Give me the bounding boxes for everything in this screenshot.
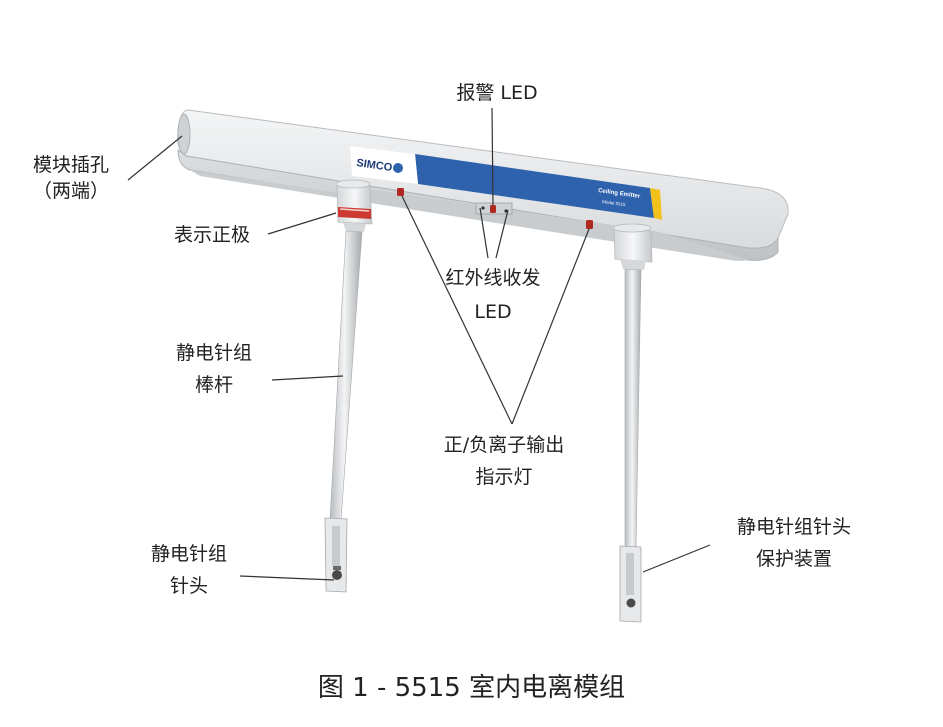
logo-patch [350,146,418,184]
leader-rod [271,375,344,381]
left-rod [329,230,363,521]
leader-positive [267,212,337,235]
right-rod [624,268,642,549]
model-label: Model 5515 [602,199,626,207]
right-rod-assembly [612,223,653,623]
left-needle-tip [332,570,342,580]
ion-indicator-led-right [586,220,593,229]
emitter-bar: SIMCO Ceiling Emitter Model 5515 [177,109,789,261]
label-rod: 静电针组 棒杆 [175,342,252,396]
label-module-socket: 模块插孔 （两端） [32,154,109,202]
indicator-leds [397,188,593,229]
label-needle-tip-left: 静电针组 针头 [150,543,227,597]
leader-module-socket [127,135,183,181]
ion-indicator-led-left [397,188,404,196]
brand-logo-badge [393,163,403,173]
label-ir-led: 红外线收发 LED [445,267,541,323]
leader-needle-guard [642,544,711,573]
product-label: Ceiling Emitter [598,188,641,200]
leader-ir-right [495,209,509,259]
leader-ion-right [511,228,590,425]
leader-ir-left [479,207,489,259]
ir-led-right [504,209,508,213]
label-ion-indicator: 正/负离子输出 指示灯 [443,434,565,488]
yellow-label-stripe [650,188,662,220]
alarm-led [490,205,496,213]
left-rod-assembly [324,179,373,593]
leader-needle-tip [239,575,335,581]
ir-led-left [481,206,485,210]
brand-logo: SIMCO [356,157,394,174]
label-positive-indicator: 表示正极 [173,224,250,246]
bar-underside [190,170,748,261]
module-socket [177,113,191,155]
label-needle-guard-right: 静电针组针头 保护装置 [736,516,851,570]
leader-alarm-led [491,107,494,206]
ionizer-figure: SIMCO Ceiling Emitter Model 5515 [127,107,789,623]
label-alarm-led: 报警 LED [456,82,538,104]
leader-lines [127,107,711,581]
leader-ion-left [401,195,513,425]
blue-label-panel [415,154,654,218]
figure-caption: 图 1 - 5515 室内电离模组 [317,673,626,703]
